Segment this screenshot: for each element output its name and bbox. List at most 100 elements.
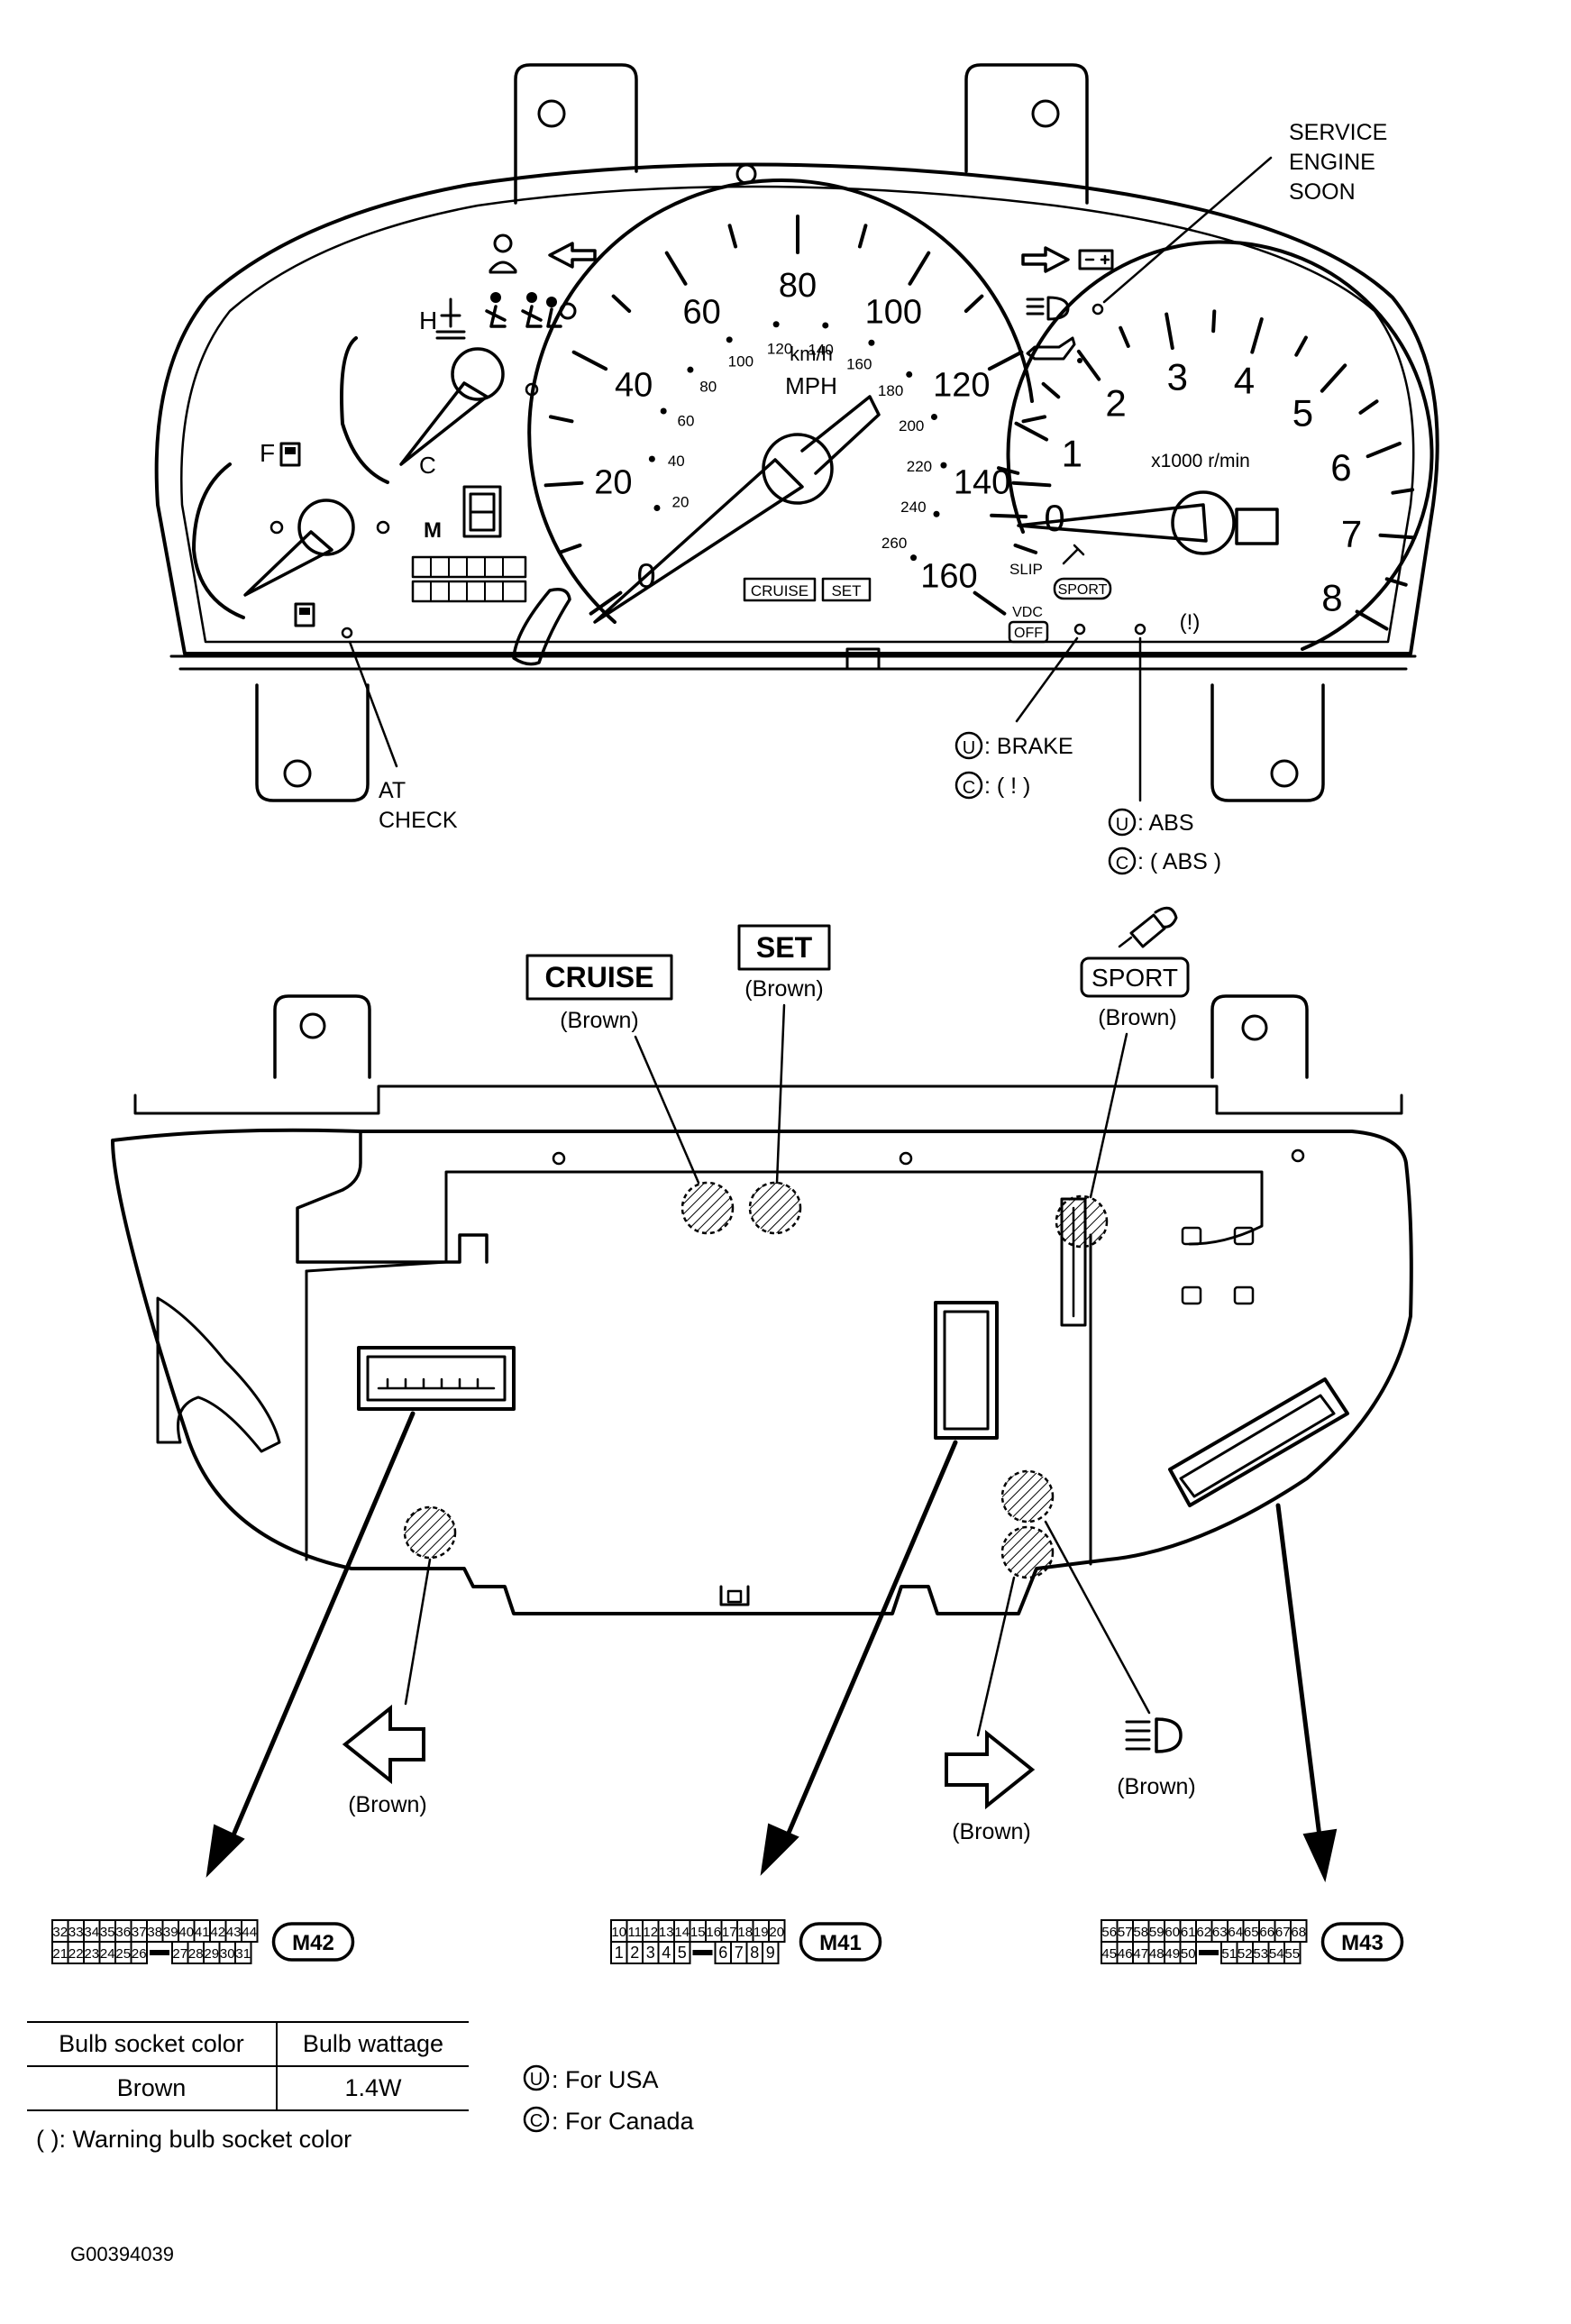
connector-pin-number: 24	[100, 1946, 115, 1962]
connector-id-badge	[271, 1922, 355, 1962]
figure-id: G00394039	[70, 2243, 174, 2265]
speedometer-kmh-tick	[930, 414, 937, 421]
turn-left-arrow-icon	[342, 1704, 425, 1785]
connector-pin-number: 45	[1101, 1946, 1117, 1962]
market-mark: C	[963, 778, 975, 798]
tachometer-hub	[1171, 490, 1236, 555]
rear-bottom-clip-hole	[726, 1589, 743, 1604]
connector-pin-number: 48	[1149, 1946, 1165, 1962]
fuel-full-label: F	[260, 439, 275, 467]
speedometer-tick	[1011, 480, 1052, 488]
connector-id-badge	[799, 1922, 882, 1962]
socket-label-sport: SPORT (Brown)	[1080, 906, 1190, 1199]
kmh-unit-label: km/h	[790, 343, 833, 365]
connector-pin-number: 38	[147, 1925, 162, 1940]
speedometer-kmh-label: 160	[846, 356, 872, 373]
speedometer-mph-label: 20	[594, 463, 632, 501]
indicator-dot	[525, 382, 539, 397]
rear-bottom-clip	[719, 1585, 750, 1606]
odometer-display	[411, 555, 527, 603]
set-indicator-label: SET	[831, 582, 861, 599]
indicator-dot	[376, 520, 390, 535]
tachometer-label: 7	[1341, 513, 1362, 555]
cruise-indicator-label: CRUISE	[751, 582, 808, 599]
tachometer-tick	[1211, 309, 1217, 334]
callout-label: : ( ABS )	[1137, 849, 1221, 874]
mount-tab-bottom-right	[1210, 683, 1325, 802]
rear-screw	[899, 1151, 913, 1166]
connector-pin-number: 40	[178, 1925, 194, 1940]
speedometer-mph-label: 80	[779, 267, 817, 305]
connector-pin-number: 18	[737, 1925, 753, 1940]
connector-pin-number: 32	[52, 1925, 68, 1940]
tachometer-tick	[1294, 335, 1308, 357]
tachometer-tick	[997, 466, 1020, 475]
table-cell: Brown	[27, 2065, 278, 2111]
speedometer-tick	[548, 415, 574, 424]
pointer-to-m41	[781, 1440, 958, 1846]
connector-pin-number: 68	[1291, 1925, 1306, 1940]
connector-pin-number: 25	[115, 1946, 131, 1962]
connector-pin-number: 33	[69, 1925, 84, 1940]
temp-gauge-arc	[340, 336, 389, 484]
connector-pin-number: 30	[220, 1946, 235, 1962]
cruise-socket-name: CRUISE	[545, 961, 654, 993]
cluster-bezel	[180, 185, 1415, 644]
connector-pin-number: 6	[718, 1944, 727, 1962]
speedometer-mph-label: 100	[865, 294, 922, 332]
speedometer-tick	[964, 294, 984, 314]
sport-socket-color: (Brown)	[1098, 1005, 1177, 1030]
mount-hole	[1270, 759, 1299, 788]
warning-socket-note: ( ): Warning bulb socket color	[36, 2126, 352, 2153]
connector-pin-number: 31	[235, 1946, 251, 1962]
speedometer-kmh-tick	[687, 366, 694, 373]
trip-reset-knob	[512, 588, 571, 666]
fuel-pump-icon	[279, 442, 301, 467]
sport-socket-name: SPORT	[1091, 964, 1178, 992]
speedometer-tick	[1021, 415, 1047, 424]
tachometer-needle-tail	[1235, 508, 1279, 545]
fuel-gauge: F	[192, 439, 390, 627]
connector-pin-number: 10	[611, 1925, 626, 1940]
socket-label-high-beam: (Brown)	[1044, 1520, 1196, 1799]
connector-pin-number: 64	[1228, 1925, 1243, 1940]
connector-pin-number: 16	[706, 1925, 721, 1940]
speedometer-kmh-label: 60	[678, 413, 695, 430]
connector-pin-cell	[762, 1941, 780, 1964]
mount-hole	[537, 99, 566, 128]
socket-label-set: SET (Brown)	[737, 924, 831, 1185]
warning-icons-right: SLIP SPORT VDC OFF (!)	[1008, 246, 1200, 644]
sport-indicator-box	[1053, 577, 1112, 600]
speedometer-tick	[857, 224, 868, 249]
connector-pin-cell	[130, 1941, 148, 1964]
turn-left-bulb-socket	[403, 1505, 457, 1560]
tachometer-tick	[1358, 399, 1379, 415]
turn-right-socket-color: (Brown)	[952, 1819, 1031, 1844]
speedometer-kmh-tick	[933, 510, 940, 517]
temp-gauge-hub	[451, 347, 505, 401]
callout-at-check: AT CHECK	[348, 640, 458, 833]
connector-id-label: M41	[819, 1931, 862, 1955]
high-beam-icon	[1026, 296, 1070, 321]
connector-key	[150, 1950, 169, 1955]
table-cell: 1.4W	[276, 2065, 469, 2111]
market-mark: U	[1116, 815, 1128, 835]
sport-bulb-socket	[1055, 1194, 1109, 1249]
mode-indicator-label: M	[424, 518, 442, 543]
speedometer-tick	[543, 480, 584, 488]
connector-pin-number: 26	[132, 1946, 147, 1962]
rear-screw	[1291, 1148, 1305, 1163]
market-mark: U	[963, 738, 975, 758]
pointer-to-m43	[1275, 1503, 1323, 1846]
connector-pin-number: 13	[659, 1925, 674, 1940]
connector-pin-number: 54	[1269, 1946, 1284, 1962]
high-beam-socket-color: (Brown)	[1117, 1774, 1196, 1799]
connector-pin-number: 36	[115, 1925, 131, 1940]
market-mark: C	[1116, 854, 1128, 874]
speedometer-kmh-label: 140	[808, 341, 833, 358]
speedometer-kmh-tick	[653, 505, 661, 512]
speedometer-kmh-label: 180	[878, 382, 903, 399]
